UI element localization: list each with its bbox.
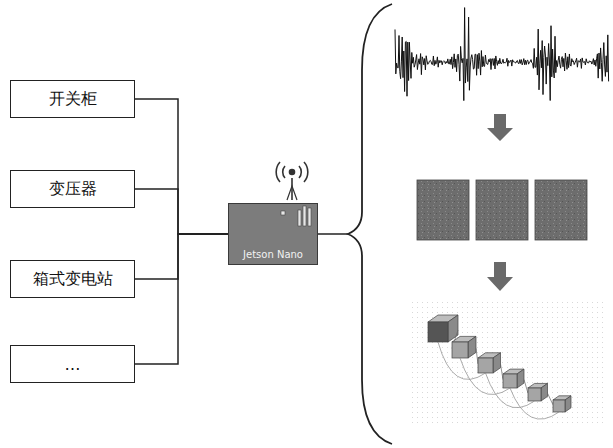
node-label: 箱式变电站	[33, 269, 113, 290]
link-line	[318, 233, 348, 235]
equipment-box: …	[10, 345, 135, 383]
feature-maps	[417, 180, 587, 240]
network-illustration	[428, 315, 571, 419]
connector	[135, 99, 228, 234]
equipment-box: 开关柜	[10, 80, 135, 118]
network-ground	[410, 300, 606, 424]
node-label: …	[65, 355, 81, 374]
waveform	[395, 8, 609, 101]
equipment-box: 箱式变电站	[10, 260, 135, 298]
connector	[135, 189, 228, 234]
down-arrow	[487, 262, 513, 291]
node-label: 变压器	[49, 179, 97, 200]
node-label: Jetson Nano	[243, 249, 303, 260]
down-arrow	[487, 114, 513, 141]
equipment-box: 变压器	[10, 170, 135, 208]
bracket	[348, 4, 392, 444]
edge-device: Jetson Nano	[228, 203, 318, 265]
antenna-icon	[276, 162, 308, 200]
connector	[135, 234, 228, 279]
node-label: 开关柜	[49, 89, 97, 110]
connector	[135, 234, 228, 364]
